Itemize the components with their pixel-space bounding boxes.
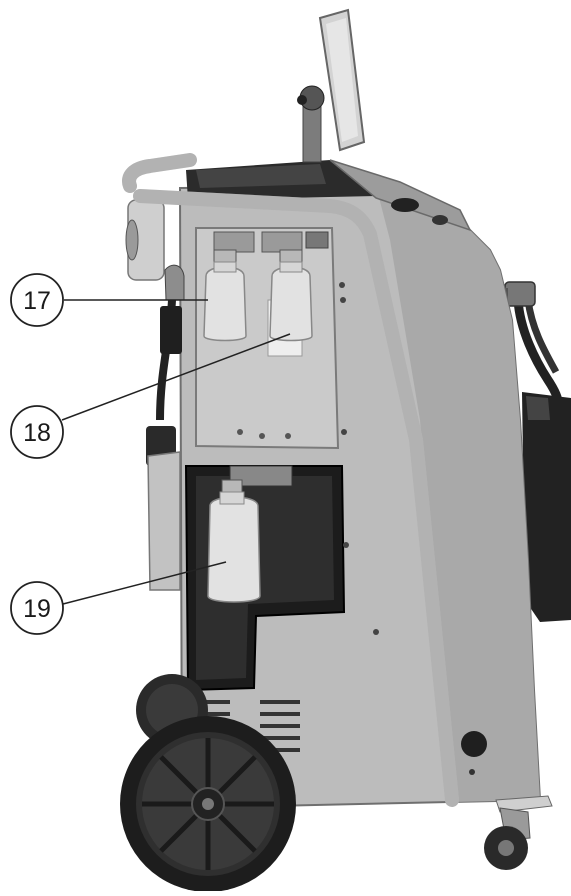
rear-caster	[484, 795, 553, 870]
bottle-17	[203, 249, 247, 342]
callout-19-number: 19	[23, 595, 51, 623]
vents	[196, 700, 300, 752]
handle-frame	[122, 153, 459, 807]
service-port	[461, 731, 487, 775]
callout-18: 18	[10, 333, 291, 459]
left-accessories	[125, 199, 185, 591]
callout-17-number: 17	[23, 287, 51, 315]
bottle-19	[207, 479, 261, 603]
callout-17: 17	[10, 273, 208, 327]
callout-19: 19	[10, 561, 227, 635]
callout-18-number: 18	[23, 419, 51, 447]
main-wheel	[120, 716, 296, 892]
display-monitor	[297, 8, 366, 163]
